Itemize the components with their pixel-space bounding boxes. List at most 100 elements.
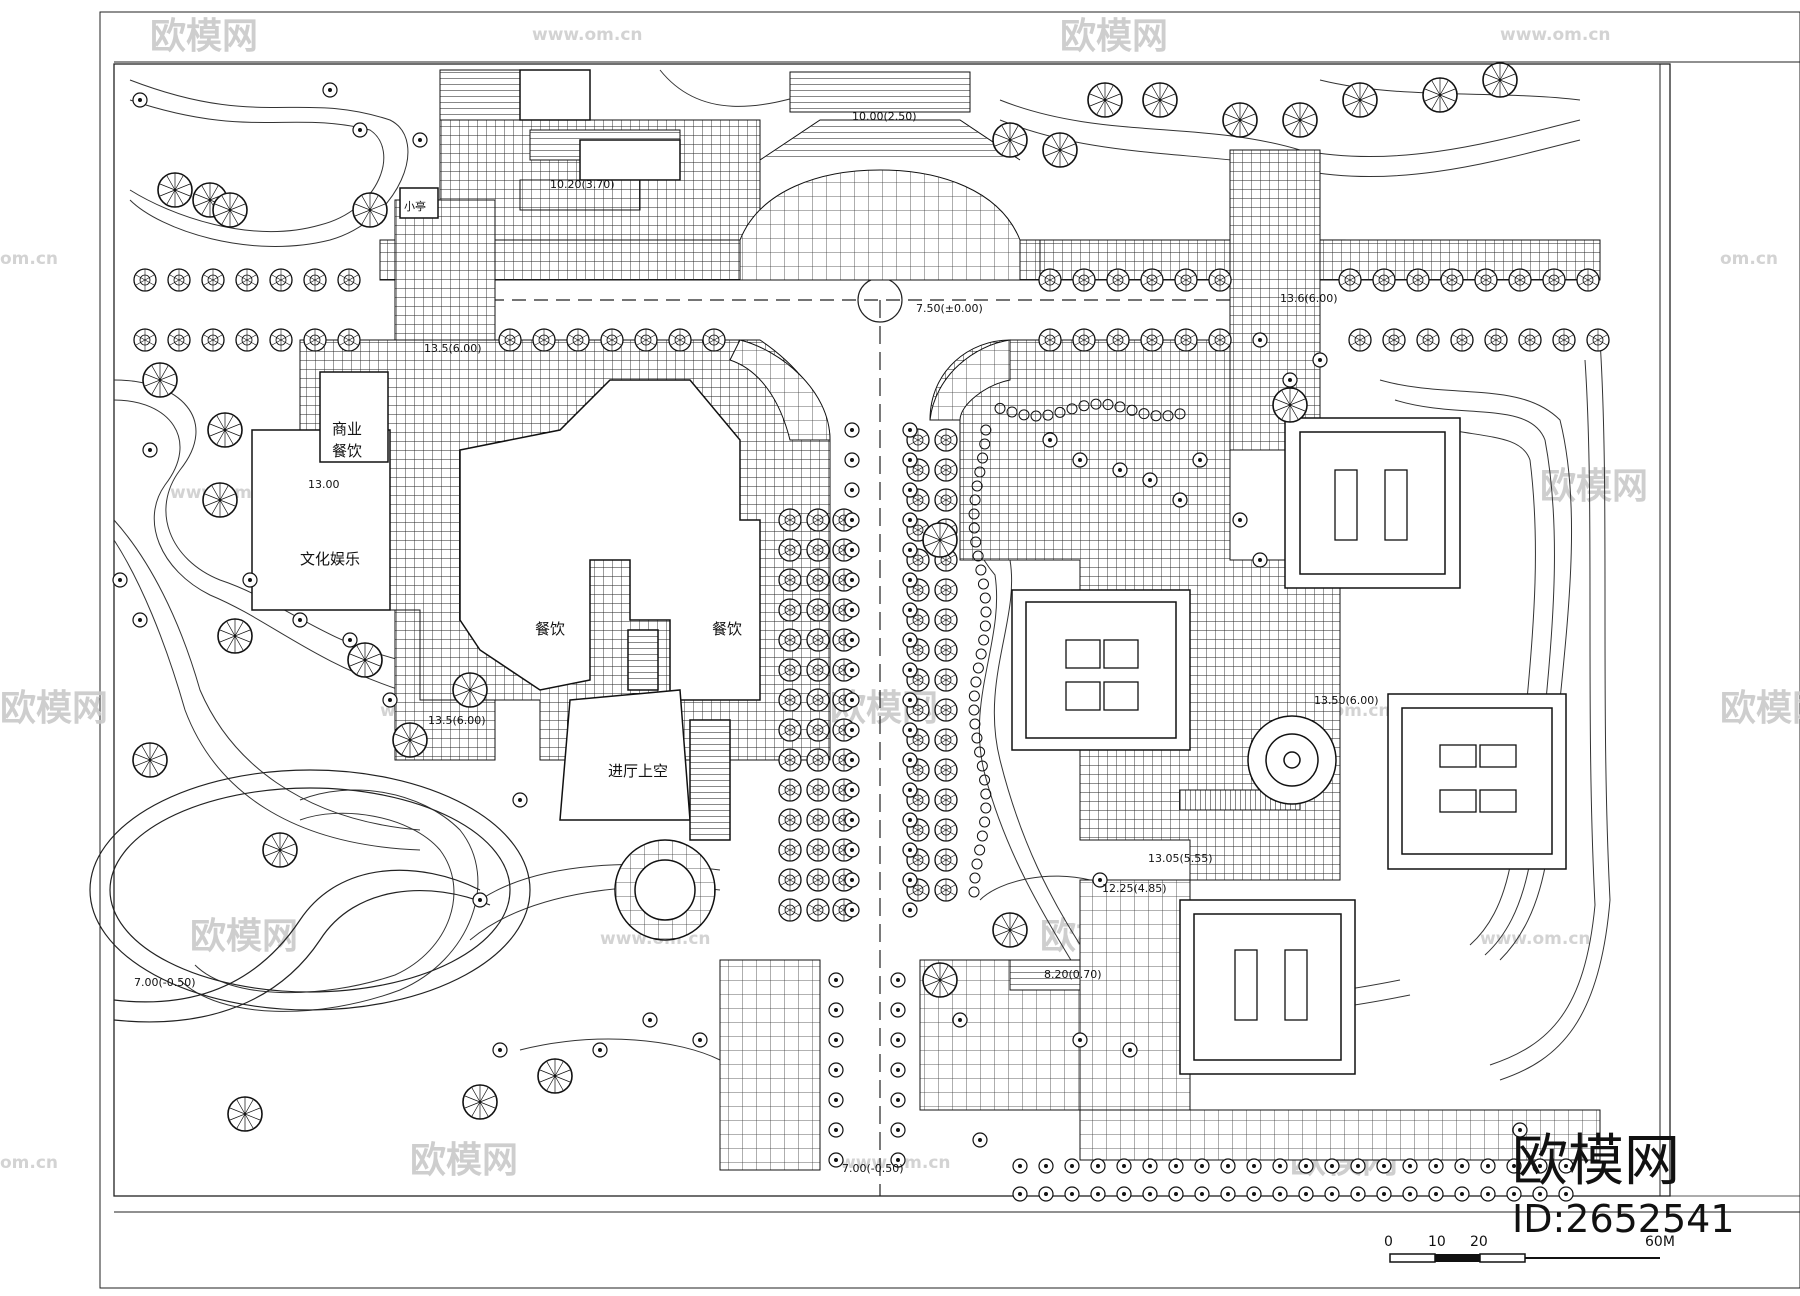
scale-tick: 0 (1384, 1234, 1393, 1250)
tree-symbol (1168, 1186, 1184, 1202)
tree-symbol (1484, 328, 1508, 352)
tree-symbol (979, 592, 991, 604)
tree-symbol (806, 718, 830, 742)
tree-symbol (934, 638, 958, 662)
tree-symbol (844, 872, 860, 888)
elevation-mark: 13.05(5.55) (1148, 852, 1213, 865)
watermark-brand: 欧模网 (190, 916, 298, 957)
tree-symbol (1116, 1186, 1132, 1202)
tree-symbol (968, 886, 980, 898)
tree-symbol (806, 808, 830, 832)
tree-symbol (979, 620, 991, 632)
tree-symbol (242, 572, 258, 588)
tower-east (1387, 693, 1567, 870)
tree-symbol (975, 648, 987, 660)
tree-symbol (952, 1012, 968, 1028)
tree-symbol (1042, 432, 1058, 448)
tree-symbol (844, 782, 860, 798)
tree-symbol (352, 192, 388, 228)
tree-symbol (702, 328, 726, 352)
tree-symbol (1246, 1158, 1262, 1174)
small-pavilion (399, 187, 439, 219)
label-dining-right: 餐饮 (712, 620, 742, 638)
tree-symbol (902, 872, 918, 888)
tree-symbol (303, 268, 327, 292)
tree-symbol (844, 542, 860, 558)
tree-symbol (347, 642, 383, 678)
tree-symbol (1038, 328, 1062, 352)
tree-symbol (1586, 328, 1610, 352)
tree-symbol (806, 568, 830, 592)
tree-symbol (1282, 372, 1298, 388)
tree-symbol (890, 1002, 906, 1018)
tree-symbol (778, 778, 802, 802)
tree-symbol (1220, 1186, 1236, 1202)
tree-symbol (1272, 1158, 1288, 1174)
tree-symbol (902, 572, 918, 588)
tree-symbol (890, 1092, 906, 1108)
tree-symbol (972, 1132, 988, 1148)
tree-symbol (207, 412, 243, 448)
tree-symbol (1402, 1158, 1418, 1174)
elevation-mark: 8.20(0.70) (1044, 968, 1102, 981)
tree-symbol (1090, 1186, 1106, 1202)
tree-symbol (337, 268, 361, 292)
tree-symbol (133, 268, 157, 292)
tree-symbol (902, 512, 918, 528)
tree-symbol (1282, 102, 1318, 138)
scale-tick: 20 (1470, 1234, 1488, 1250)
label-dining-sub: 餐饮 (332, 442, 362, 460)
tree-symbol (1454, 1186, 1470, 1202)
tree-symbol (778, 538, 802, 562)
tree-symbol (778, 688, 802, 712)
tree-symbol (1482, 62, 1518, 98)
watermark-url: www.om.cn (1480, 929, 1591, 949)
tree-symbol (692, 1032, 708, 1048)
tree-symbol (269, 328, 293, 352)
tree-symbol (934, 758, 958, 782)
tree-symbol (934, 698, 958, 722)
tree-symbol (472, 892, 488, 908)
tree-symbol (934, 458, 958, 482)
tree-symbol (1038, 268, 1062, 292)
label-culture: 文化娱乐 (300, 550, 360, 568)
tree-symbol (806, 658, 830, 682)
tree-symbol (828, 1002, 844, 1018)
tree-symbol (1324, 1186, 1340, 1202)
watermark-brand: 欧模网 (0, 688, 108, 729)
scale-tick: 10 (1428, 1234, 1446, 1250)
tree-symbol (498, 328, 522, 352)
tree-symbol (1324, 1158, 1340, 1174)
tree-symbol (452, 672, 488, 708)
tree-symbol (902, 542, 918, 558)
tree-symbol (1450, 328, 1474, 352)
tree-symbol (1552, 328, 1576, 352)
tree-symbol (902, 632, 918, 648)
tree-symbol (1402, 1186, 1418, 1202)
tree-symbol (844, 842, 860, 858)
tree-symbol (1072, 452, 1088, 468)
tree-symbol (934, 848, 958, 872)
watermark-brand: 欧模网 (1060, 16, 1168, 57)
tree-symbol (980, 606, 992, 618)
tree-symbol (778, 568, 802, 592)
tree-symbol (902, 662, 918, 678)
brand-id-text: ID:2652541 (1512, 1197, 1735, 1241)
commercial-dining-building (319, 371, 389, 463)
tree-symbol (1174, 268, 1198, 292)
watermark-url: om.cn (0, 249, 58, 269)
tree-symbol (1038, 1158, 1054, 1174)
east-towers (1011, 417, 1567, 1075)
tree-symbol (976, 830, 988, 842)
tree-symbol (902, 452, 918, 468)
tree-symbol (992, 912, 1028, 948)
label-pavilion: 小亭 (404, 199, 426, 213)
tree-symbol (1090, 1158, 1106, 1174)
tree-symbol (217, 618, 253, 654)
elevation-mark: 10.20(3.70) (550, 178, 615, 191)
tree-symbol (844, 572, 860, 588)
tree-symbol (1194, 1158, 1210, 1174)
elevation-mark: 7.50(±0.00) (916, 302, 983, 315)
elevation-mark: 13.6(6.00) (1280, 292, 1338, 305)
